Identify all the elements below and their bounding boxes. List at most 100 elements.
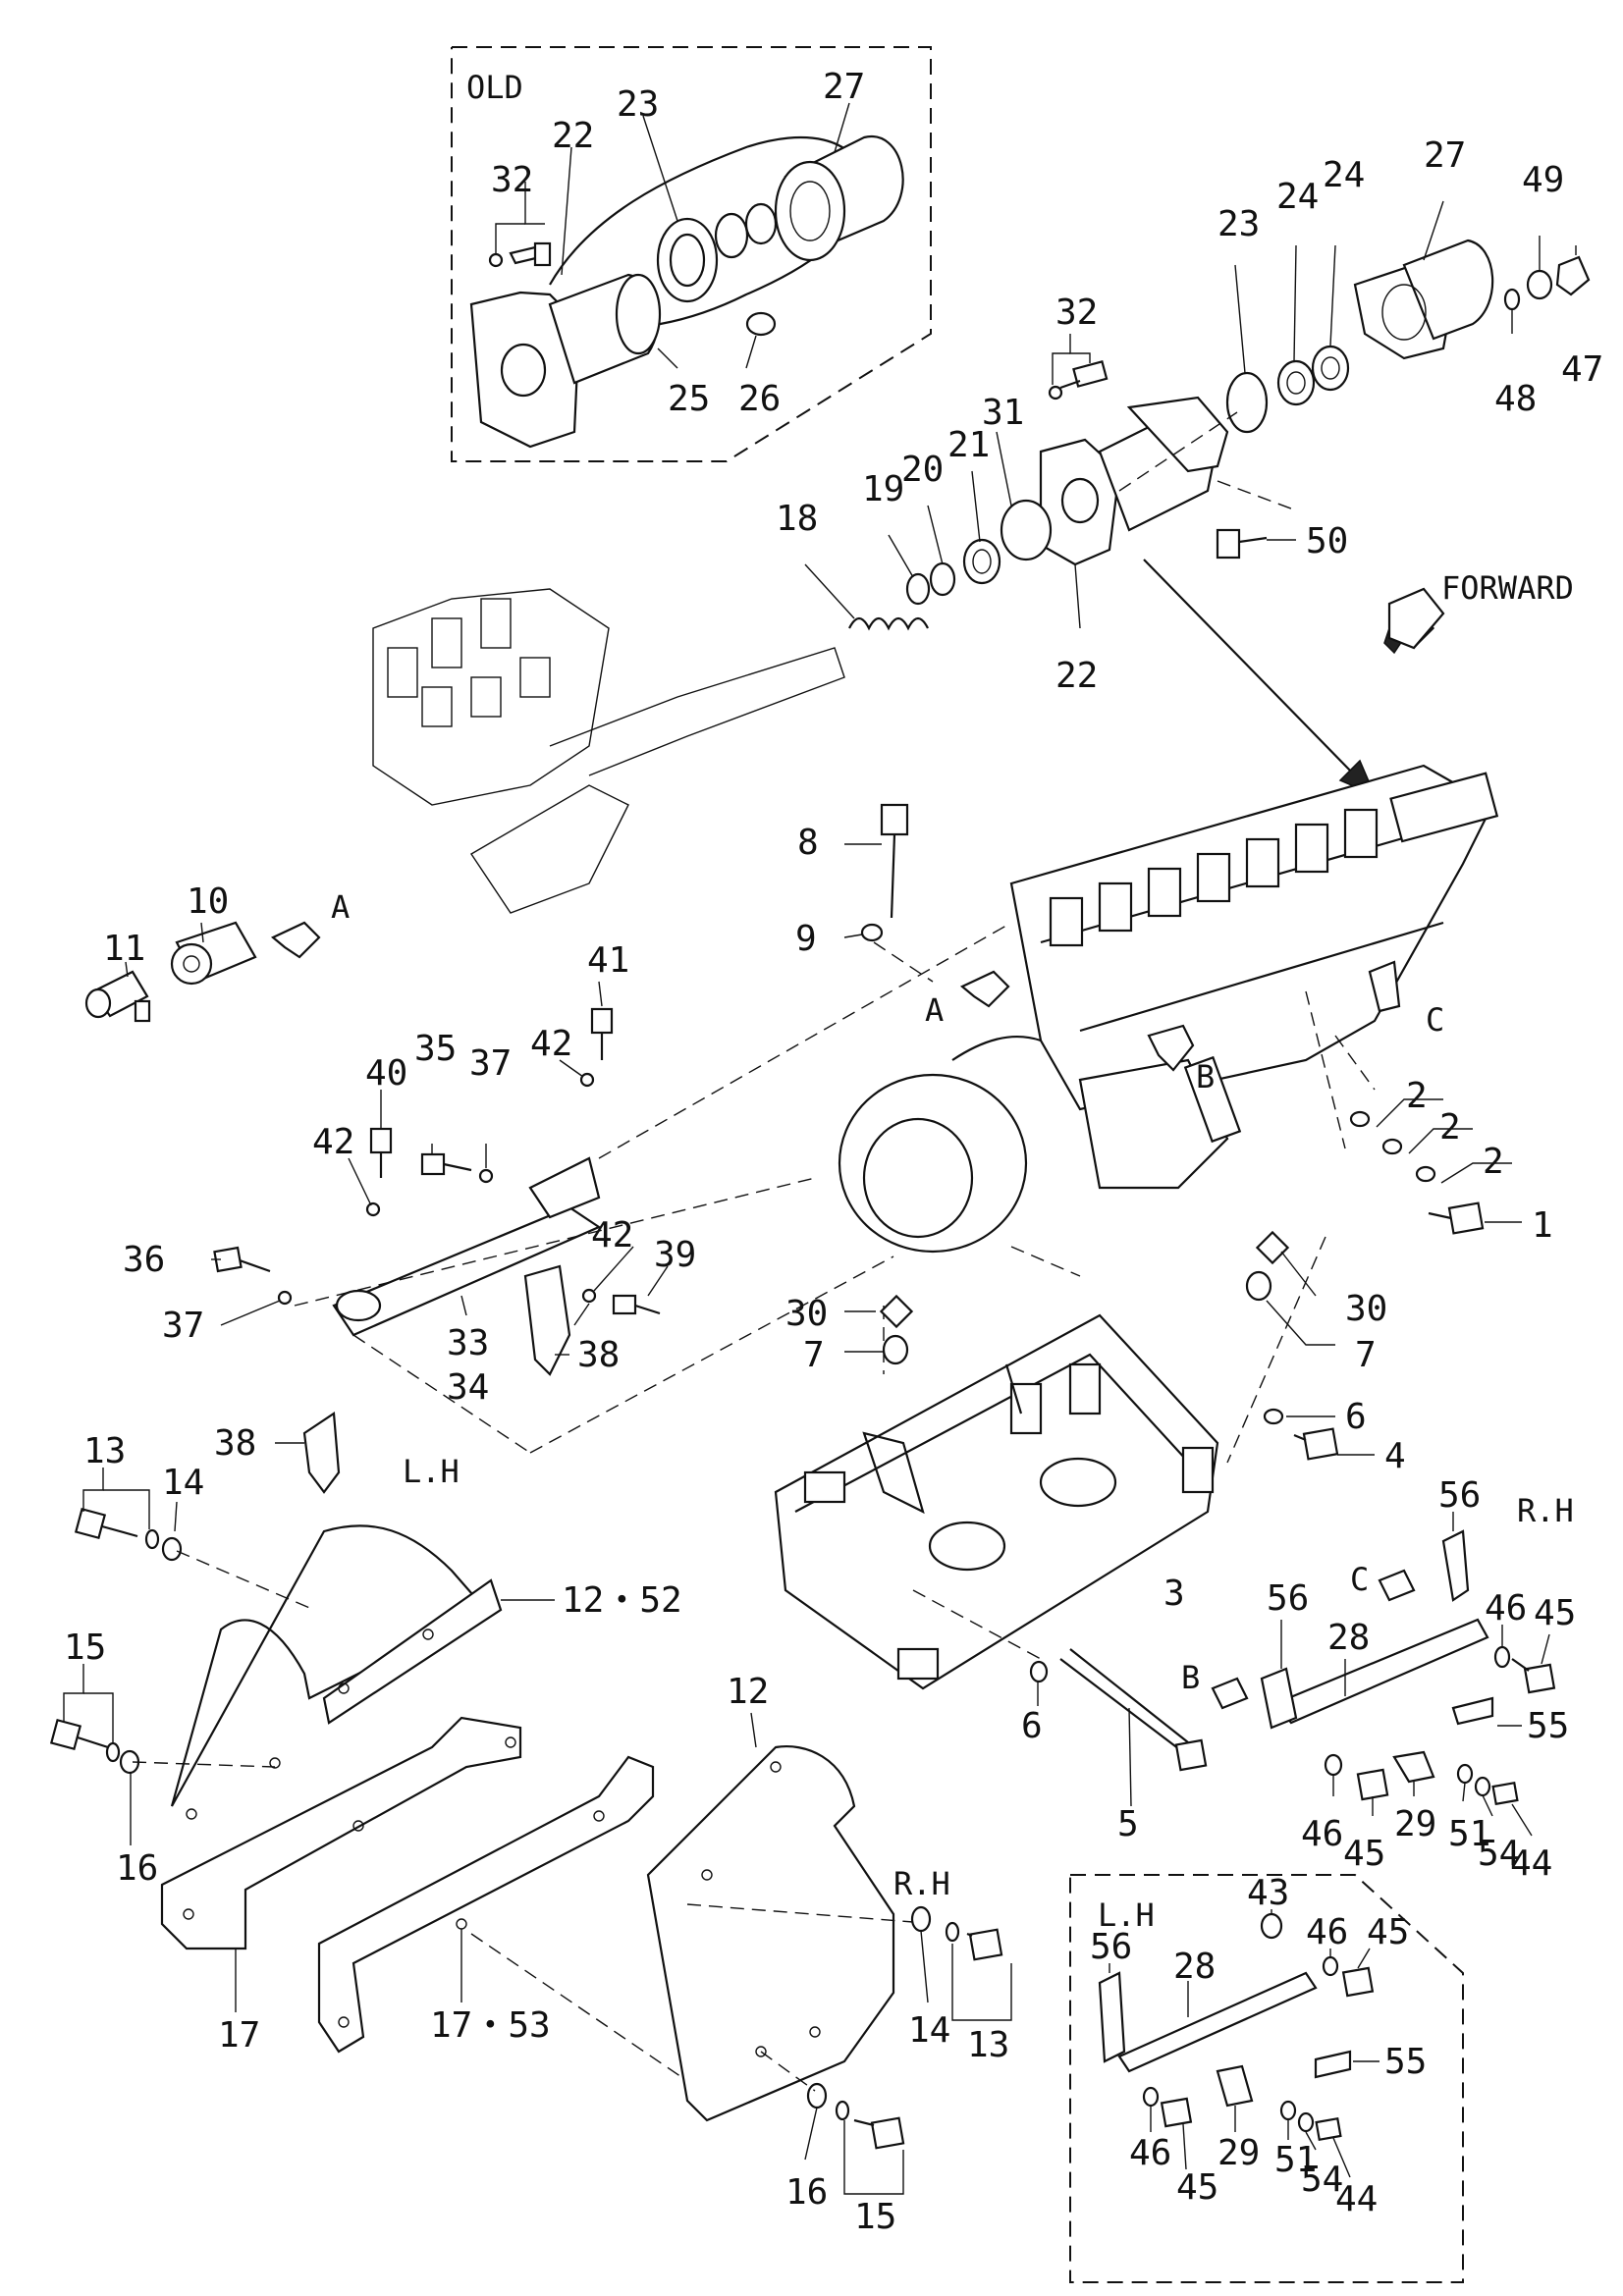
label-37: 37 bbox=[162, 1306, 204, 1346]
label-22: 22 bbox=[1055, 656, 1098, 696]
rh-low-caption: R.H bbox=[893, 1865, 950, 1902]
injection-pump bbox=[838, 764, 1499, 1254]
delivery-valves bbox=[1049, 808, 1379, 947]
label-7: 7 bbox=[1355, 1335, 1377, 1375]
long-bolt bbox=[1029, 1648, 1208, 1807]
governor-link bbox=[84, 803, 1376, 1660]
label-36: 36 bbox=[123, 1240, 165, 1280]
label-15: 15 bbox=[854, 2197, 896, 2237]
label-35: 35 bbox=[414, 1029, 457, 1069]
label-45: 45 bbox=[1367, 1912, 1409, 1952]
label-44: 44 bbox=[1510, 1843, 1552, 1884]
label-51: 51 bbox=[1274, 2140, 1317, 2180]
label-39: 39 bbox=[654, 1235, 696, 1275]
label-45: 45 bbox=[1176, 2167, 1218, 2208]
view-b-pump: B bbox=[1196, 1058, 1215, 1095]
label-55: 55 bbox=[1527, 1706, 1569, 1746]
label-15: 15 bbox=[64, 1628, 106, 1668]
view-a-pump: A bbox=[925, 991, 944, 1029]
label-51: 51 bbox=[1448, 1814, 1490, 1854]
label-10: 10 bbox=[187, 881, 229, 922]
label-3: 3 bbox=[1163, 1574, 1185, 1614]
label-24: 24 bbox=[1323, 155, 1365, 195]
label-11: 11 bbox=[103, 929, 145, 969]
pump-side-parts bbox=[844, 1098, 1522, 1461]
label-56: 56 bbox=[1090, 1927, 1132, 1967]
label-20: 20 bbox=[901, 450, 944, 490]
label-1: 1 bbox=[1532, 1205, 1553, 1246]
label-49: 49 bbox=[1522, 160, 1564, 200]
view-arrows: A A B C bbox=[270, 888, 1444, 1095]
label-14: 14 bbox=[162, 1463, 204, 1503]
label-29: 29 bbox=[1217, 2133, 1260, 2173]
label-25: 25 bbox=[668, 379, 710, 419]
label-34: 34 bbox=[447, 1367, 489, 1408]
view-c-pump: C bbox=[1426, 1001, 1444, 1039]
label-19: 19 bbox=[862, 469, 904, 509]
label-33: 33 bbox=[447, 1323, 489, 1363]
label-16: 16 bbox=[116, 1848, 158, 1889]
label-32: 32 bbox=[1055, 293, 1098, 333]
label-56: 56 bbox=[1267, 1578, 1309, 1619]
label-18: 18 bbox=[776, 499, 818, 539]
label-28: 28 bbox=[1173, 1947, 1216, 1987]
label-28: 28 bbox=[1327, 1618, 1370, 1658]
label-9: 9 bbox=[795, 919, 817, 959]
label-12-52: 12・52 bbox=[562, 1580, 682, 1621]
part-labels: 32 22 23 27 25 26 32 23 24 24 27 49 47 4… bbox=[64, 67, 1603, 2237]
label-13: 13 bbox=[83, 1431, 126, 1471]
label-54: 54 bbox=[1478, 1834, 1520, 1874]
label-41: 41 bbox=[587, 940, 629, 981]
label-12: 12 bbox=[727, 1672, 769, 1712]
label-40: 40 bbox=[365, 1053, 407, 1094]
label-45: 45 bbox=[1343, 1834, 1385, 1874]
label-23: 23 bbox=[1217, 204, 1260, 244]
label-27: 27 bbox=[1424, 135, 1466, 176]
view-a-top: A bbox=[331, 888, 350, 926]
label-37: 37 bbox=[469, 1043, 512, 1084]
rh-stop-link: B C R.H bbox=[1181, 1492, 1574, 1837]
label-38: 38 bbox=[214, 1423, 256, 1464]
base-bracket bbox=[774, 1313, 1219, 1690]
label-46: 46 bbox=[1129, 2133, 1171, 2173]
label-42: 42 bbox=[312, 1122, 354, 1162]
rh-cover: R.H bbox=[646, 1712, 1012, 2195]
label-29: 29 bbox=[1394, 1804, 1436, 1844]
label-6: 6 bbox=[1345, 1397, 1367, 1437]
label-2: 2 bbox=[1406, 1076, 1428, 1116]
label-56: 56 bbox=[1438, 1475, 1481, 1516]
label-32: 32 bbox=[491, 160, 533, 200]
label-14: 14 bbox=[908, 2010, 950, 2051]
label-48: 48 bbox=[1494, 379, 1537, 419]
label-8: 8 bbox=[797, 823, 819, 863]
label-30: 30 bbox=[1345, 1289, 1387, 1329]
label-5: 5 bbox=[1117, 1804, 1139, 1844]
view-b-rh: B bbox=[1181, 1659, 1200, 1696]
label-23: 23 bbox=[617, 84, 659, 125]
label-47: 47 bbox=[1561, 349, 1603, 390]
label-2: 2 bbox=[1483, 1142, 1504, 1182]
old-caption: OLD bbox=[466, 69, 523, 106]
forward-indicator: FORWARD bbox=[1383, 569, 1574, 655]
label-43: 43 bbox=[1247, 1873, 1289, 1913]
label-27: 27 bbox=[823, 67, 865, 107]
label-2: 2 bbox=[1439, 1107, 1461, 1148]
label-24: 24 bbox=[1276, 177, 1319, 217]
label-30: 30 bbox=[785, 1294, 828, 1334]
rh-mid-caption: R.H bbox=[1517, 1492, 1574, 1529]
label-31: 31 bbox=[982, 393, 1024, 433]
old-detail-box: OLD bbox=[451, 46, 932, 462]
view-c-rh: C bbox=[1350, 1561, 1369, 1598]
label-7: 7 bbox=[803, 1335, 825, 1375]
label-54: 54 bbox=[1301, 2160, 1343, 2200]
label-6: 6 bbox=[1021, 1706, 1043, 1746]
label-42: 42 bbox=[530, 1024, 572, 1064]
label-50: 50 bbox=[1306, 521, 1348, 561]
label-16: 16 bbox=[785, 2172, 828, 2213]
label-42: 42 bbox=[591, 1215, 633, 1255]
lh-cover: L.H bbox=[49, 1453, 555, 1845]
label-4: 4 bbox=[1384, 1436, 1406, 1476]
label-26: 26 bbox=[738, 379, 781, 419]
label-21: 21 bbox=[947, 425, 990, 465]
